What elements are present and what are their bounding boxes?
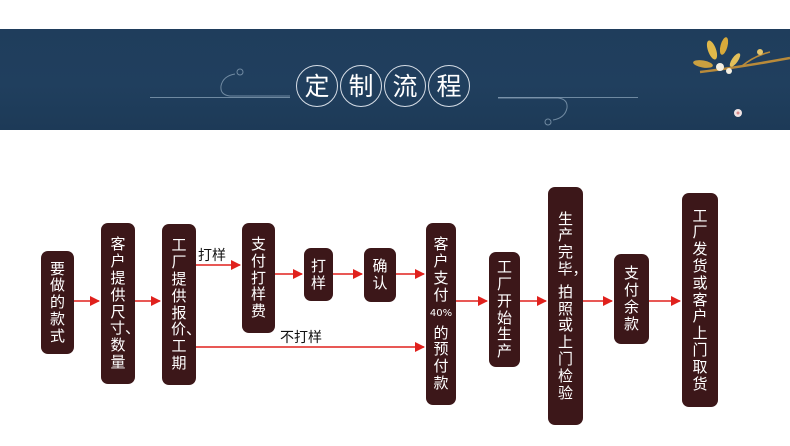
node-text: 工厂发货或客户上门取货 bbox=[692, 206, 708, 393]
node-text: 客户支付 bbox=[433, 235, 449, 304]
title-char: 制 bbox=[340, 65, 382, 107]
title-char: 流 bbox=[384, 65, 426, 107]
flow-node-delivery: 工厂发货或客户上门取货 bbox=[682, 193, 718, 407]
node-text: 工厂提供报价、工期 bbox=[171, 236, 202, 372]
node-text: 生产完毕， bbox=[557, 209, 588, 278]
node-text: 打样 bbox=[310, 256, 326, 292]
flow-node-sample: 打样 bbox=[304, 248, 333, 301]
node-text: 的预付款 bbox=[433, 323, 449, 392]
header-divider-left bbox=[150, 97, 290, 98]
flow-node-style: 要做的款式 bbox=[41, 251, 74, 354]
flow-node-confirm: 确认 bbox=[364, 248, 396, 302]
node-text: 确认 bbox=[372, 257, 388, 292]
node-text: 工厂开始生产 bbox=[496, 258, 512, 361]
flow-node-sample-fee: 支付打样费 bbox=[242, 223, 275, 333]
node-text: 要做的款式 bbox=[49, 259, 65, 345]
flow-node-size-quantity: 客户提供尺寸、数量 bbox=[101, 223, 141, 384]
node-text: 拍照或上门检验 bbox=[557, 282, 573, 402]
flow-node-prepayment: 客户支付 40% 的预付款 bbox=[426, 223, 456, 405]
header-divider-right bbox=[498, 97, 638, 98]
flow-node-balance: 支付余款 bbox=[614, 254, 649, 344]
page-title: 定 制 流 程 bbox=[296, 65, 470, 107]
plum-branch-icon bbox=[693, 37, 790, 117]
node-text: 支付余款 bbox=[623, 264, 639, 333]
flow-node-inspection: 生产完毕， 拍照或上门检验 bbox=[548, 187, 588, 425]
title-char: 定 bbox=[296, 65, 338, 107]
branch-label-no-sample: 不打样 bbox=[280, 330, 322, 346]
node-text: 40% bbox=[429, 308, 453, 320]
flow-node-quote-period: 工厂提供报价、工期 bbox=[162, 224, 202, 385]
node-text: 客户提供尺寸、数量 bbox=[110, 235, 141, 371]
flow-node-production: 工厂开始生产 bbox=[489, 252, 520, 367]
title-char: 程 bbox=[428, 65, 470, 107]
branch-label-sample: 打样 bbox=[198, 248, 226, 264]
node-text: 支付打样费 bbox=[250, 235, 266, 321]
